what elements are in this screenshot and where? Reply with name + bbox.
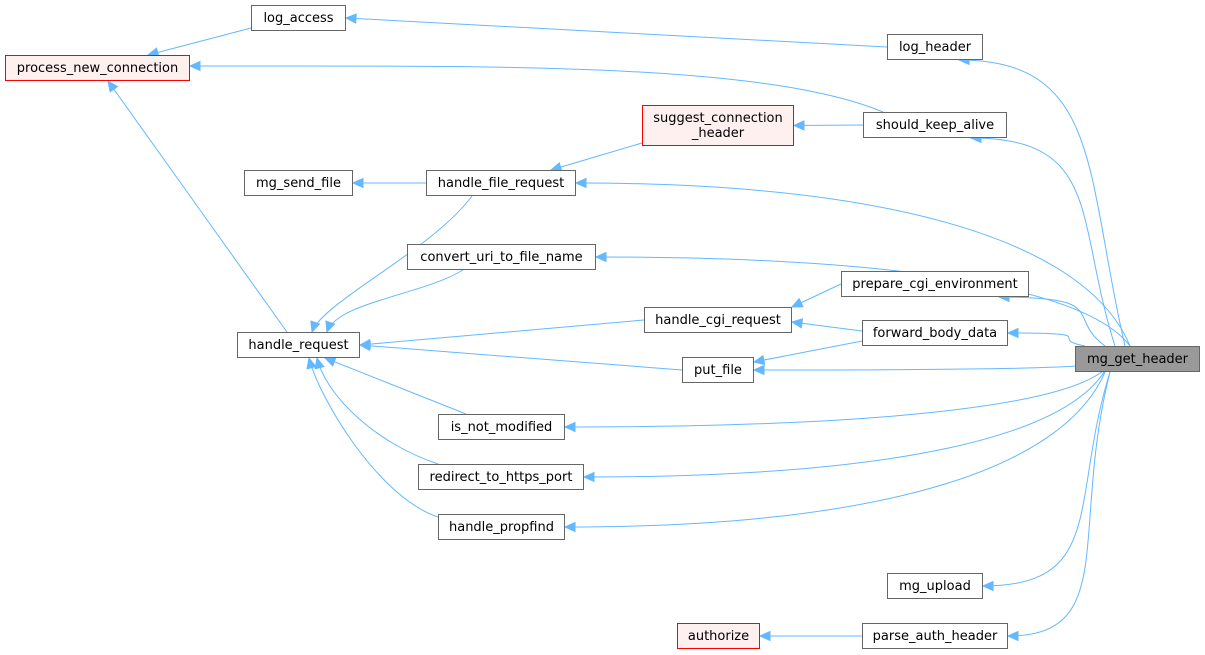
arrowhead-prepare_cgi_environment-to-handle_cgi_request [790,297,804,308]
edge-mg_get_header-to-handle_propfind [564,371,1106,528]
arrowhead-mg_get_header-to-redirect_to_https_port [582,471,595,483]
edge-suggest_connection_header-to-handle_file_request [550,142,643,171]
node-label: handle_cgi_request [655,312,781,328]
edge-handle_request-to-process_new_connection [107,80,288,333]
node-label: process_new_connection [16,60,179,76]
edge-mg_get_header-to-should_keep_alive [970,137,1116,347]
arrowhead-redirect_to_https_port-to-handle_request [314,356,325,370]
node-label: forward_body_data [872,325,998,341]
edge-mg_get_header-to-prepare_cgi_environment [998,296,1106,347]
arrowhead-log_header-to-log_access [344,13,357,24]
edge-handle_file_request-to-handle_request [311,195,473,333]
node-prepare-cgi-environment[interactable]: prepare_cgi_environment [841,271,1029,297]
node-handle-request[interactable]: handle_request [237,332,360,358]
edge-mg_get_header-to-handle_file_request [575,182,1131,347]
node-mg-send-file[interactable]: mg_send_file [244,170,353,196]
node-put-file[interactable]: put_file [682,357,754,383]
node-log-access[interactable]: log_access [251,5,346,31]
arrowhead-forward_body_data-to-handle_cgi_request [790,318,804,329]
node-redirect-to-https-port[interactable]: redirect_to_https_port [418,464,584,490]
node-label: handle_propfind [448,519,554,535]
arrowhead-handle_file_request-to-mg_send_file [351,177,364,189]
arrowhead-should_keep_alive-to-suggest_connection_header [792,120,805,131]
arrowhead-handle_request-to-process_new_connection [107,80,119,93]
arrowhead-mg_get_header-to-mg_upload [981,580,994,592]
edge-mg_get_header-to-log_header [958,59,1126,347]
arrowhead-should_keep_alive-to-process_new_connection [188,60,201,72]
arrowhead-parse_auth_header-to-authorize [758,630,771,642]
node-label: mg_get_header [1086,351,1189,367]
node-handle-file-request[interactable]: handle_file_request [426,170,576,196]
edge-should_keep_alive-to-process_new_connection [189,65,884,113]
arrowhead-mg_get_header-to-parse_auth_header [1006,630,1019,642]
node-mg-get-header: mg_get_header [1075,346,1200,372]
arrowhead-mg_get_header-to-convert_uri_to_file_name [594,251,607,263]
node-label: redirect_to_https_port [429,469,573,485]
edge-mg_get_header-to-put_file [753,365,1086,371]
node-is-not-modified[interactable]: is_not_modified [438,414,565,440]
edge-mg_get_header-to-is_not_modified [564,369,1106,428]
arrowhead-put_file-to-handle_request [358,340,371,352]
node-log-header[interactable]: log_header [887,34,983,60]
edge-handle_propfind-to-handle_request [308,357,439,518]
node-label: handle_request [248,337,349,353]
edge-put_file-to-handle_request [359,344,683,371]
node-label: is_not_modified [450,419,553,435]
node-suggest-connection-header[interactable]: suggest_connection _header [642,105,794,146]
node-label: log_header [898,39,972,55]
arrowhead-handle_propfind-to-handle_request [306,356,317,370]
edge-log_header-to-log_access [345,17,888,48]
edge-mg_get_header-to-redirect_to_https_port [583,370,1106,478]
edge-mg_get_header-to-parse_auth_header [1007,371,1111,637]
edge-is_not_modified-to-handle_request [324,357,467,415]
node-convert-uri-to-file-name[interactable]: convert_uri_to_file_name [407,244,596,270]
arrowhead-handle_file_request-to-handle_request [310,320,321,334]
edge-convert_uri_to_file_name-to-handle_request [326,269,464,333]
node-handle-propfind[interactable]: handle_propfind [438,514,565,540]
arrowhead-mg_get_header-to-handle_propfind [563,521,576,533]
node-label: mg_upload [899,578,971,594]
node-label: authorize [687,628,750,644]
node-label: suggest_connection _header [653,110,783,141]
arrowhead-forward_body_data-to-put_file [752,354,766,366]
node-parse-auth-header[interactable]: parse_auth_header [862,623,1008,649]
arrowhead-convert_uri_to_file_name-to-handle_request [325,320,336,334]
edge-handle_cgi_request-to-handle_request [359,319,645,346]
node-should-keep-alive[interactable]: should_keep_alive [863,112,1007,138]
edge-redirect_to_https_port-to-handle_request [316,357,439,465]
arrowhead-mg_get_header-to-is_not_modified [563,421,576,433]
node-handle-cgi-request[interactable]: handle_cgi_request [644,307,792,333]
node-label: put_file [694,362,742,378]
arrowhead-mg_get_header-to-put_file [752,364,765,376]
edge-forward_body_data-to-put_file [753,340,863,363]
node-label: log_access [263,10,334,26]
node-forward-body-data[interactable]: forward_body_data [862,320,1008,346]
edge-mg_get_header-to-mg_upload [982,371,1111,587]
edge-mg_get_header-to-forward_body_data [1007,332,1086,347]
node-label: parse_auth_header [872,628,998,644]
node-process-new-connection[interactable]: process_new_connection [5,55,190,81]
edge-forward_body_data-to-handle_cgi_request [791,321,863,332]
node-label: handle_file_request [437,175,565,191]
edge-log_access-to-process_new_connection [147,27,252,56]
node-label: should_keep_alive [875,117,995,133]
arrowhead-mg_get_header-to-forward_body_data [1006,327,1019,339]
arrowhead-is_not_modified-to-handle_request [323,356,337,367]
node-label: convert_uri_to_file_name [420,249,583,265]
node-mg-upload[interactable]: mg_upload [887,573,983,599]
arrowhead-mg_get_header-to-handle_file_request [574,177,587,189]
node-label: prepare_cgi_environment [852,276,1018,292]
node-authorize[interactable]: authorize [677,623,760,649]
node-label: mg_send_file [256,175,341,191]
